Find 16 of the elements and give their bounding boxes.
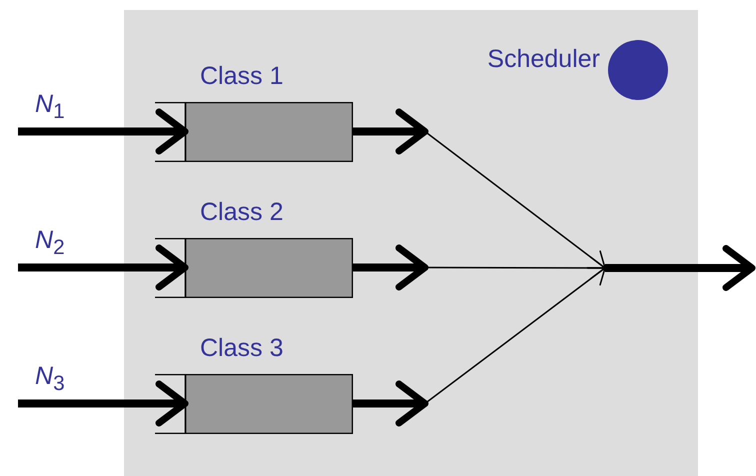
queue (155, 64, 352, 161)
junction-point (605, 264, 613, 272)
panel-background (124, 10, 698, 476)
arrow (613, 245, 756, 291)
edge-label: N$_{1}$ (35, 92, 65, 122)
arrow (18, 108, 188, 154)
edge-label: N$_{3}$ (35, 364, 65, 394)
arrow (18, 244, 188, 290)
edge-label: N$_{2}$ (35, 228, 65, 258)
queue-label: Class 2 (200, 200, 284, 225)
scheduler-label: Scheduler (487, 47, 600, 72)
queue-label: Class 1 (200, 64, 284, 89)
queue (155, 200, 352, 297)
queue-label: Class 3 (200, 336, 284, 361)
queue (155, 336, 352, 433)
arrow (18, 380, 188, 426)
